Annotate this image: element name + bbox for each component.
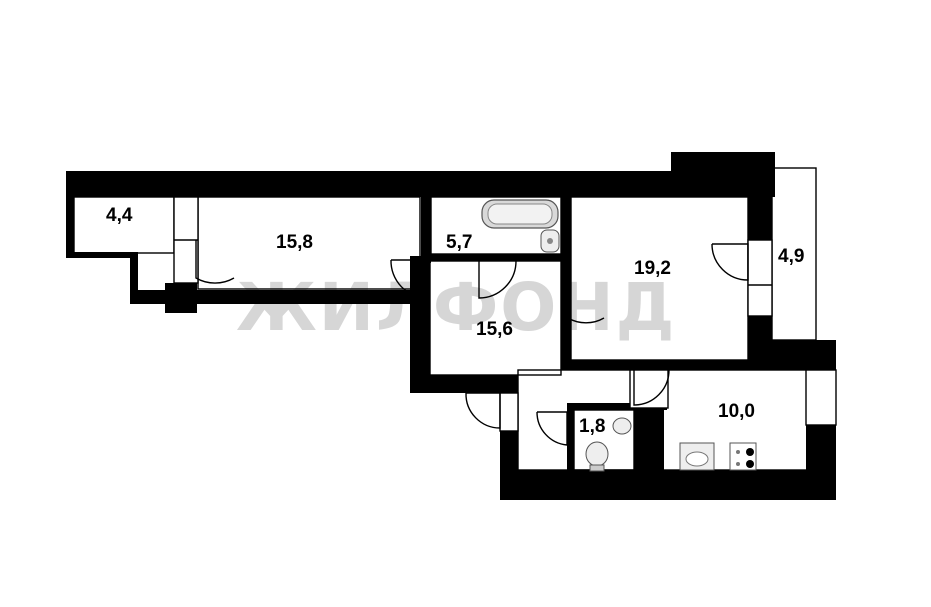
walls <box>66 152 836 500</box>
doors <box>195 240 749 446</box>
washbasin-icon <box>540 229 560 253</box>
stove-icon <box>729 442 757 471</box>
room-area-bathroom: 5,7 <box>446 232 472 253</box>
room-area-balcony: 4,9 <box>778 246 804 267</box>
fixtures <box>481 199 757 472</box>
room-area-room-left: 15,8 <box>276 232 313 253</box>
toilet-icon <box>585 417 632 472</box>
room-area-kitchen: 10,0 <box>718 401 755 422</box>
room-labels: 4,4 15,8 5,7 19,2 4,9 15,6 1,8 10,0 <box>106 205 804 437</box>
watermark: ЖИЛФОНД <box>236 269 676 346</box>
room-area-storage-left: 4,4 <box>106 205 133 226</box>
room-area-room-right: 19,2 <box>634 258 671 279</box>
sink-icon <box>679 442 715 471</box>
room-area-toilet: 1,8 <box>579 416 605 437</box>
room-area-hallway: 15,6 <box>476 319 513 340</box>
bathtub-icon <box>481 199 559 229</box>
